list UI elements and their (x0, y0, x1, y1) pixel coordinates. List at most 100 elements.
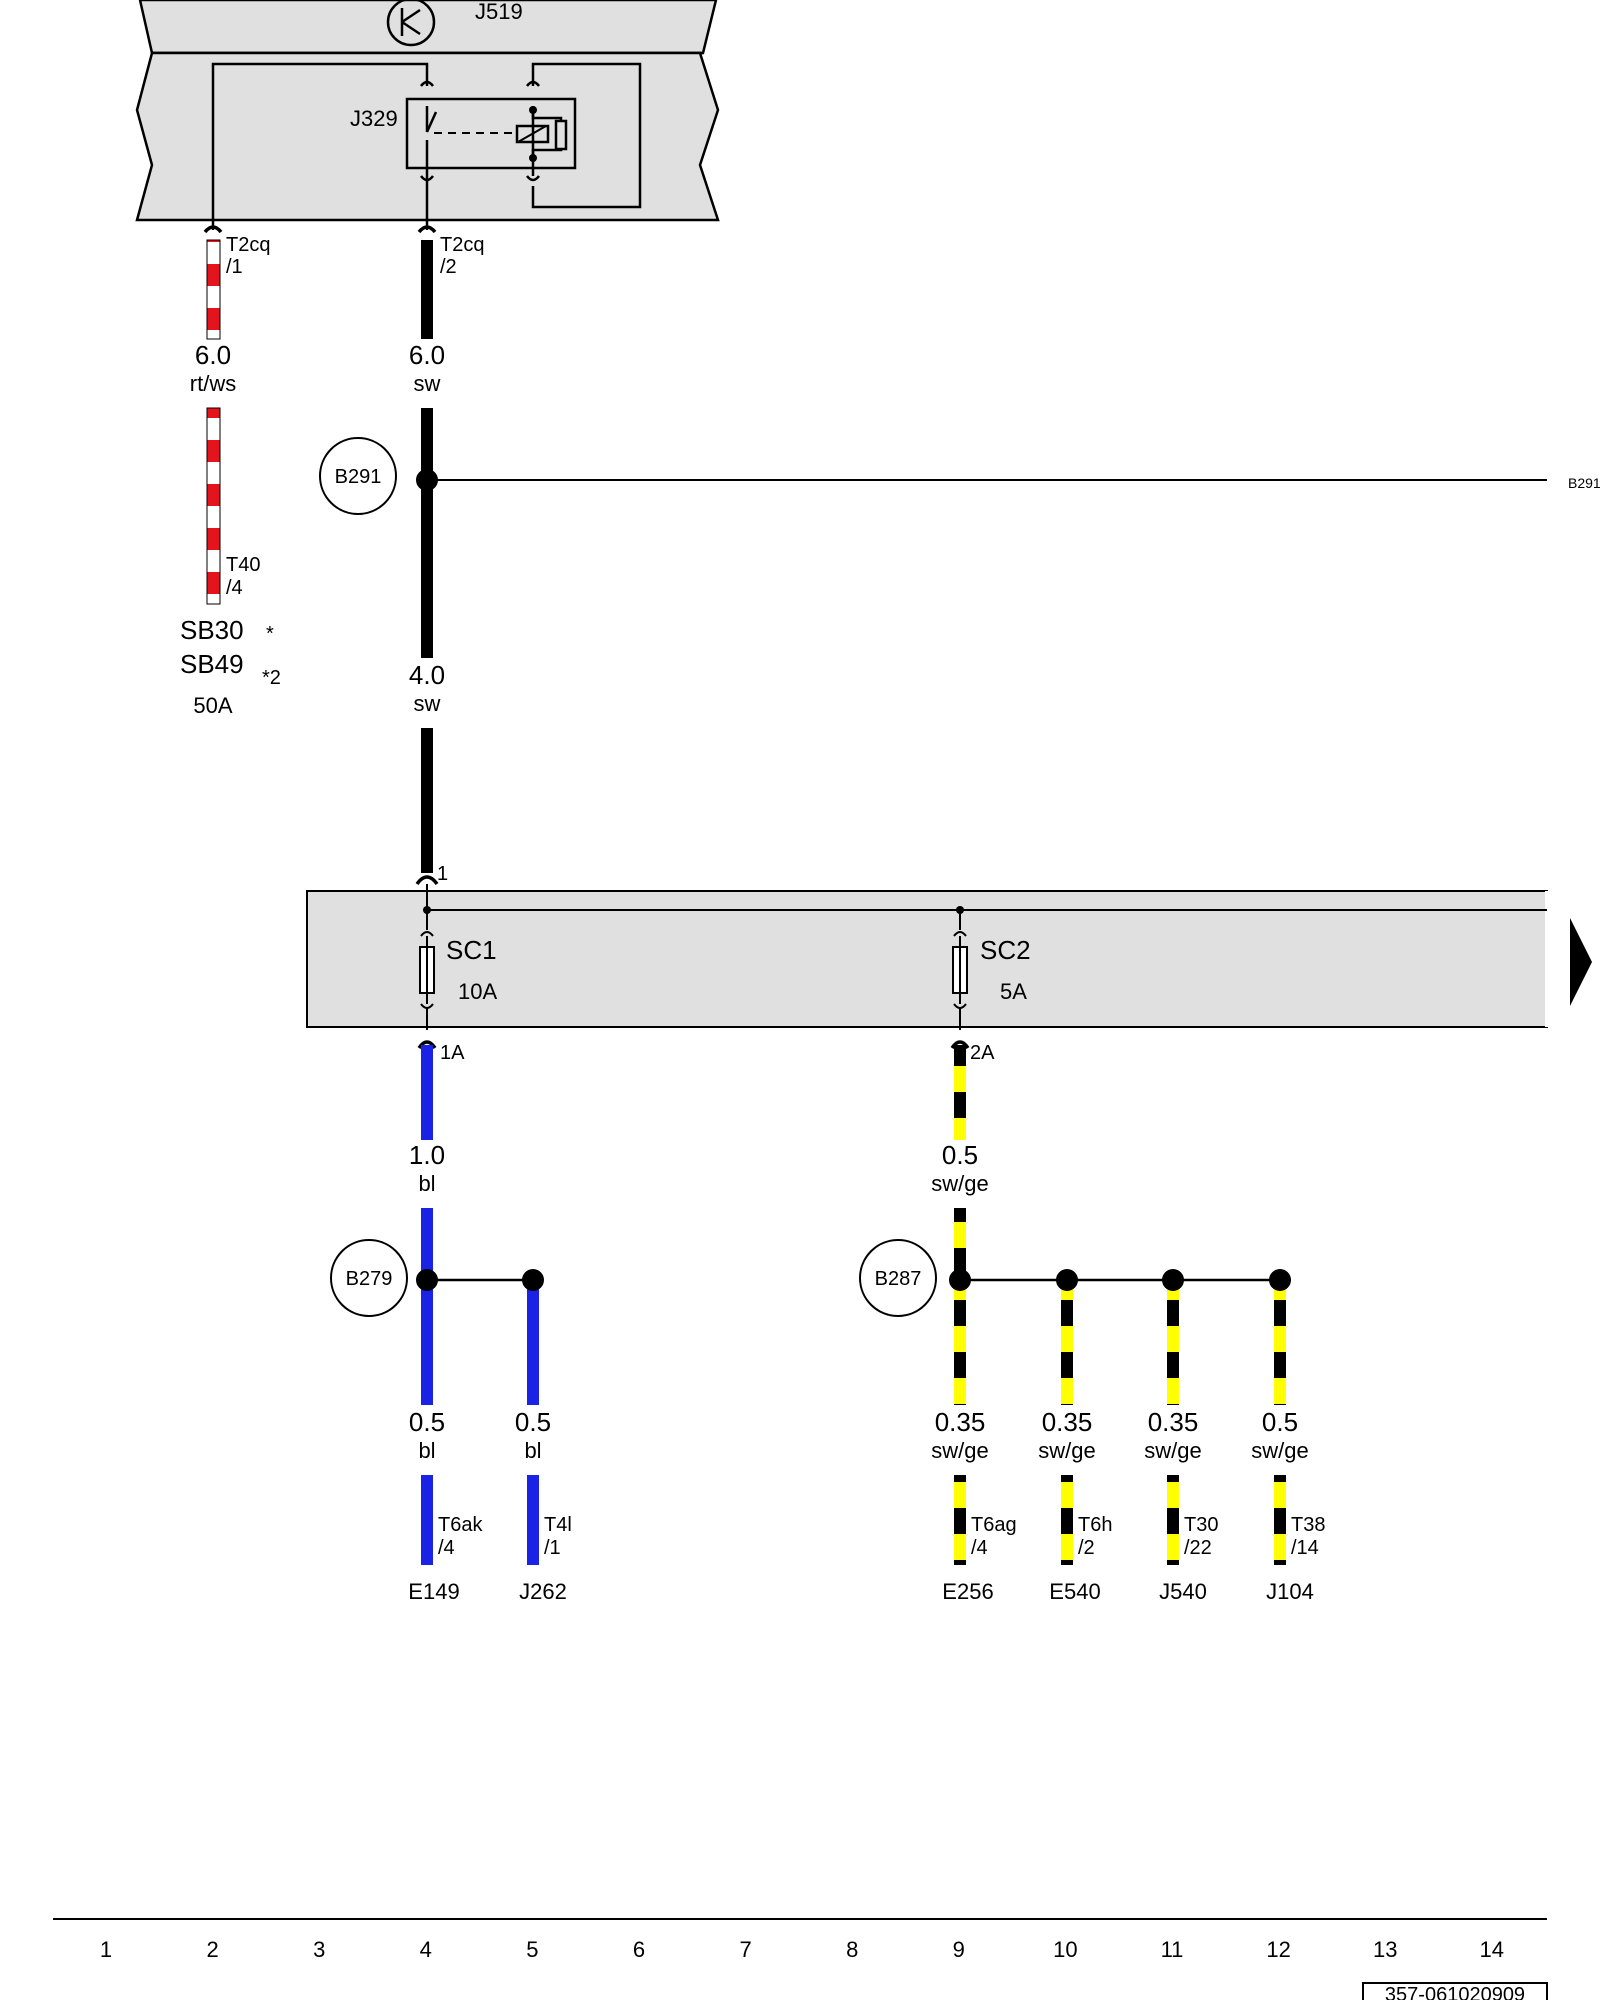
wire-segment-swge (1061, 1280, 1073, 1405)
connector-arc-icon (417, 1040, 437, 1050)
grid-column-label: 3 (313, 1937, 325, 1962)
wire-bl1-size: 1.0 (409, 1140, 445, 1170)
grid-column-label: 14 (1480, 1937, 1504, 1962)
endpoint-e149: E149 (408, 1579, 459, 1604)
splice-dot (1056, 1269, 1078, 1291)
grid-column-label: 5 (526, 1937, 538, 1962)
fuse-sb30-label: SB30 (180, 615, 244, 645)
wire-bl05b-size: 0.5 (515, 1407, 551, 1437)
connector-t2cq-2-name: T2cq (440, 234, 484, 256)
relay-symbol-icon (386, 0, 436, 47)
connector-t4l-pin: /1 (544, 1537, 561, 1559)
wire-swge035a-size: 0.35 (935, 1407, 986, 1437)
splice-b287-circle (859, 1239, 937, 1317)
grid-column-label: 12 (1266, 1937, 1290, 1962)
wire-segment-bl (421, 1045, 433, 1140)
grid-column-label: 7 (739, 1937, 751, 1962)
wire-segment-bl (421, 1208, 433, 1405)
wire-swge035c-color: sw/ge (1144, 1438, 1201, 1463)
grid-column-label: 9 (953, 1937, 965, 1962)
splice-dot (522, 1269, 544, 1291)
connector-t40-4-name: T40 (226, 554, 260, 576)
grid-column-label: 2 (206, 1937, 218, 1962)
connector-t2cq-1-name: T2cq (226, 234, 270, 256)
connector-pin-1: 1 (437, 863, 448, 885)
endpoint-j104: J104 (1266, 1579, 1314, 1604)
wire-swge05b-color: sw/ge (1251, 1438, 1308, 1463)
connector-pin-2a: 2A (970, 1042, 995, 1064)
grid-column-label: 1 (100, 1937, 112, 1962)
fuse-sb30-note: * (266, 623, 274, 645)
wire-segment-swge (1167, 1475, 1179, 1565)
wire-sw4-color: sw (414, 691, 441, 716)
wire-sw6-size: 6.0 (409, 340, 445, 370)
wire-sw6-color: sw (414, 371, 441, 396)
splice-b291-ref: B291 (1568, 475, 1600, 491)
fuse-box-sc: SC1 10A SC2 5A (306, 884, 1592, 1030)
wire-rtws-size: 6.0 (195, 340, 231, 370)
splice-dot (416, 1269, 438, 1291)
splice-b291-label: B291 (335, 466, 382, 488)
connector-t4l-name: T4l (544, 1514, 572, 1536)
wire-segment-swge (954, 1208, 966, 1405)
grid-column-label: 10 (1053, 1937, 1077, 1962)
splice-b279-label: B279 (346, 1268, 393, 1290)
wire-rtws-color: rt/ws (190, 371, 236, 396)
grid-column-label: 8 (846, 1937, 858, 1962)
document-id-box (1362, 1982, 1548, 2000)
wire-segment-swge (1167, 1280, 1179, 1405)
wire-swge05-size: 0.5 (942, 1140, 978, 1170)
wire-sw-column: T2cq /2 6.0 sw B291 B291 4.0 sw 1 (319, 225, 1600, 886)
grid-column-label: 13 (1373, 1937, 1397, 1962)
wire-segment-swge (954, 1475, 966, 1565)
endpoint-e540: E540 (1049, 1579, 1100, 1604)
wire-segment-rtws (206, 407, 221, 605)
wire-sw4-size: 4.0 (409, 660, 445, 690)
wire-rtws-column: T2cq /1 6.0 rt/ws T40 /4 SB30 * SB49 *2 … (180, 225, 281, 718)
fuse-sb49-label: SB49 (180, 649, 244, 679)
splice-b287-label: B287 (875, 1268, 922, 1290)
splice-dot (1162, 1269, 1184, 1291)
wire-segment-bl (527, 1280, 539, 1405)
wire-swge035c-size: 0.35 (1148, 1407, 1199, 1437)
connector-arc-icon (417, 225, 437, 234)
wire-bl-branch: 1A 1.0 bl B279 0.5 bl 0.5 bl T6ak /4 T4l… (330, 1040, 572, 1604)
endpoint-j540: J540 (1159, 1579, 1207, 1604)
connector-pin-1a: 1A (440, 1042, 465, 1064)
wire-segment-swge (954, 1045, 966, 1140)
wire-swge035b-color: sw/ge (1038, 1438, 1095, 1463)
wire-bl05a-color: bl (418, 1438, 435, 1463)
connector-t40-4-pin: /4 (226, 577, 243, 599)
j519-label: J519 (475, 0, 523, 24)
connector-t6ag-pin: /4 (971, 1537, 988, 1559)
connector-t30-pin: /22 (1184, 1537, 1212, 1559)
grid-column-label: 4 (420, 1937, 432, 1962)
fuse-sc2-name: SC2 (980, 935, 1031, 965)
connector-arc-icon (950, 1040, 970, 1050)
splice-dot (416, 469, 438, 491)
endpoint-j262: J262 (519, 1579, 567, 1604)
connector-t38-pin: /14 (1291, 1537, 1319, 1559)
splice-dot (949, 1269, 971, 1291)
fuse-sc1-rating: 10A (458, 979, 497, 1004)
control-unit-j519: J519 (138, 0, 718, 55)
wire-segment-swge (1274, 1475, 1286, 1565)
wire-swge05-color: sw/ge (931, 1171, 988, 1196)
wire-segment-sw (421, 408, 433, 658)
connector-t2cq-2-pin: /2 (440, 256, 457, 278)
wire-segment-rtws (206, 239, 221, 340)
fuse-rating: 50A (193, 693, 232, 718)
wire-swge-branch: 2A 0.5 sw/ge B287 0.35 sw/ge 0.35 sw/ge … (859, 1040, 1325, 1604)
connector-arc-icon (203, 225, 223, 234)
relay-block-j329: J329 (135, 51, 720, 230)
connector-t6h-name: T6h (1078, 1514, 1112, 1536)
wire-bl1-color: bl (418, 1171, 435, 1196)
connector-t6ag-name: T6ag (971, 1514, 1017, 1536)
fuse-sc1-name: SC1 (446, 935, 497, 965)
grid-column-label: 11 (1161, 1937, 1184, 1962)
fuse-sc2-rating: 5A (1000, 979, 1027, 1004)
wire-segment-bl (421, 1475, 433, 1565)
